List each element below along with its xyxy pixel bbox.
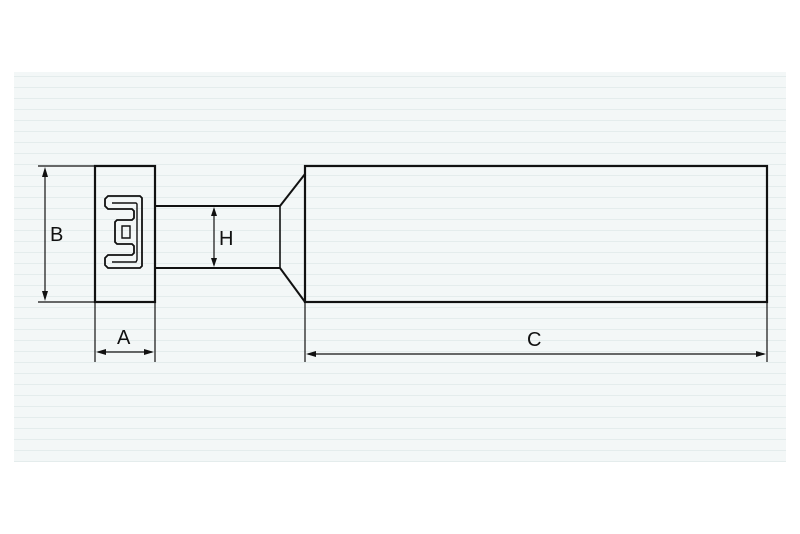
taper-bottom: [279, 267, 306, 303]
dim-a-arrow-right: [144, 349, 154, 355]
dim-c-arrow-right: [756, 351, 766, 357]
dim-b-label: B: [50, 224, 63, 246]
taper-top: [279, 173, 306, 207]
dim-c-arrow-left: [306, 351, 316, 357]
dim-b-arrow-top: [42, 167, 48, 177]
dim-c-label: C: [527, 329, 541, 351]
dim-a-arrow-left: [96, 349, 106, 355]
dim-a-label: A: [117, 327, 131, 349]
locking-pawl-inner: [112, 202, 138, 263]
dim-h-arrow-top: [211, 207, 217, 216]
tie-body-outline: [303, 164, 769, 304]
dim-b-arrow-bottom: [42, 291, 48, 301]
locking-pawl-outline: [104, 195, 143, 269]
dim-h-label: H: [219, 228, 233, 250]
drawing-background-panel: [14, 72, 786, 462]
dim-h-arrow-bottom: [211, 258, 217, 267]
tie-head-outline: [93, 164, 157, 304]
